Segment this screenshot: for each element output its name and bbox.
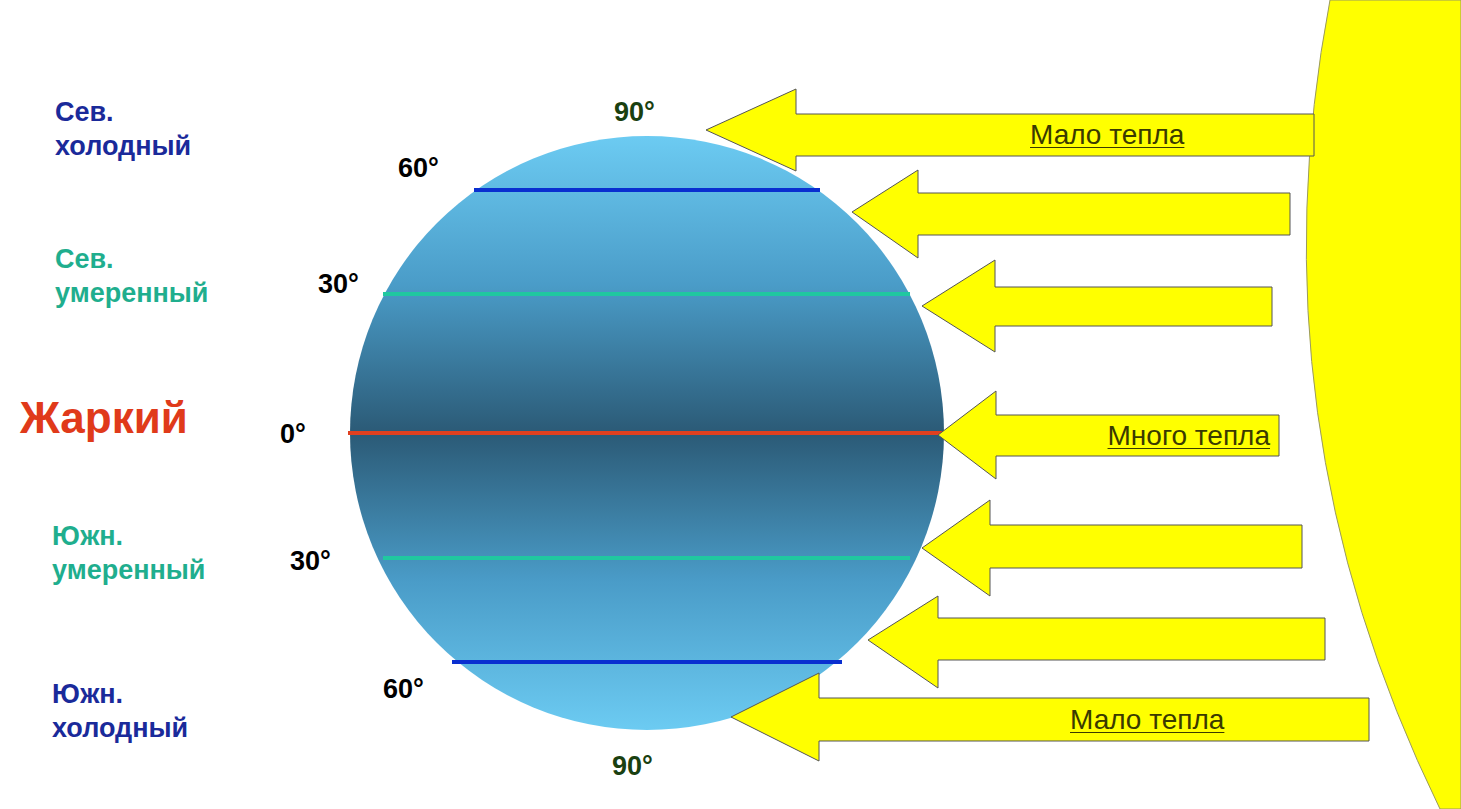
sun-ray-arrow <box>868 596 1325 688</box>
latitude-label: 30° <box>318 268 359 302</box>
arrow-shape <box>730 672 1370 762</box>
latitude-line <box>383 292 910 296</box>
equator-line <box>348 431 945 435</box>
arrow-label: Много тепла <box>1108 420 1270 452</box>
sun-ray-arrow <box>852 170 1290 258</box>
latitude-label: 90° <box>612 750 653 784</box>
arrow-outline <box>706 89 1314 171</box>
latitude-line <box>474 188 820 192</box>
arrow-label: Мало тепла <box>1070 704 1224 736</box>
zone-label: Сев. холодный <box>55 96 191 164</box>
zone-label: Сев. умеренный <box>55 243 208 311</box>
sun-ray-arrow <box>922 500 1302 596</box>
latitude-label: 90° <box>614 96 655 130</box>
sun <box>1306 0 1461 809</box>
arrow-shape <box>705 88 1315 172</box>
arrow-outline <box>731 673 1369 761</box>
zone-label: Южн. холодный <box>52 678 188 746</box>
heat-arrow: Мало тепла <box>705 88 1315 172</box>
zone-label: Жаркий <box>20 390 188 445</box>
latitude-label: 30° <box>290 545 331 579</box>
zone-label: Южн. умеренный <box>52 520 205 588</box>
latitude-label: 0° <box>280 418 306 452</box>
latitude-label: 60° <box>383 673 424 707</box>
heat-arrow: Много тепла <box>937 390 1280 480</box>
heat-arrow: Мало тепла <box>730 672 1370 762</box>
latitude-line <box>452 660 842 664</box>
arrow-outline <box>938 391 1279 479</box>
latitude-label: 60° <box>398 152 439 186</box>
latitude-line <box>383 556 910 560</box>
sun-ray-arrow <box>922 260 1272 352</box>
arrow-label: Мало тепла <box>1030 119 1184 151</box>
